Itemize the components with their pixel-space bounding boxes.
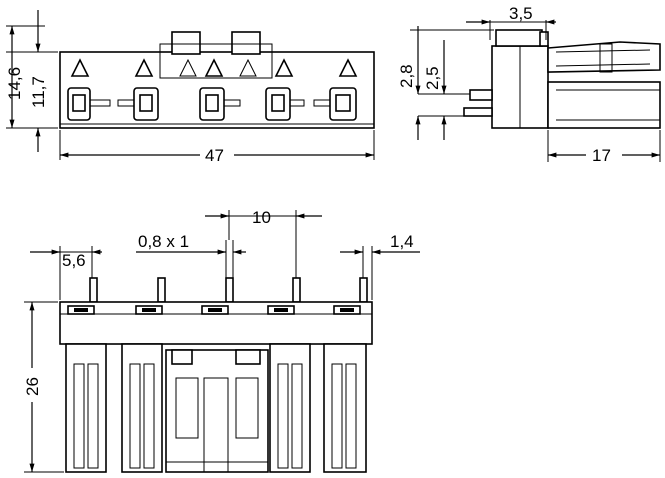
side-pin — [469, 89, 493, 101]
dim-bottom-edge-offset: 5,6 — [62, 251, 86, 270]
dim-front-body-height: 11,7 — [29, 76, 48, 108]
side-lower-extension — [547, 81, 661, 129]
front-latch-frame — [159, 43, 273, 79]
bottom-center-latch — [165, 349, 269, 473]
bottom-slots — [67, 305, 361, 315]
side-cap — [495, 29, 543, 47]
bottom-pins — [89, 277, 368, 303]
side-view: 3,5 2,8 2,5 17 — [397, 4, 661, 165]
front-latch-left — [171, 31, 201, 55]
dim-side-top-width: 3,5 — [509, 4, 533, 23]
dim-pin-pitch: 10 — [252, 208, 271, 227]
bottom-legs — [65, 343, 367, 473]
dim-front-width: 47 — [205, 146, 224, 165]
side-latch-arm — [547, 41, 661, 73]
dim-bottom-height: 26 — [23, 377, 42, 396]
dim-side-height-a: 2,8 — [397, 64, 416, 88]
bottom-view: 5,6 0,8 x 1 10 1,4 26 — [20, 208, 420, 473]
dim-side-height-b: 2,5 — [423, 66, 442, 90]
dim-pin-offset: 1,4 — [390, 232, 414, 251]
front-latch-right — [231, 31, 261, 55]
front-contacts — [67, 87, 357, 121]
front-view: 14,6 11,7 47 — [5, 10, 375, 165]
dim-side-depth: 17 — [592, 146, 611, 165]
dim-front-total-height: 14,6 — [5, 67, 24, 100]
dim-pin-size: 0,8 x 1 — [138, 232, 189, 251]
front-triangles — [70, 58, 358, 77]
